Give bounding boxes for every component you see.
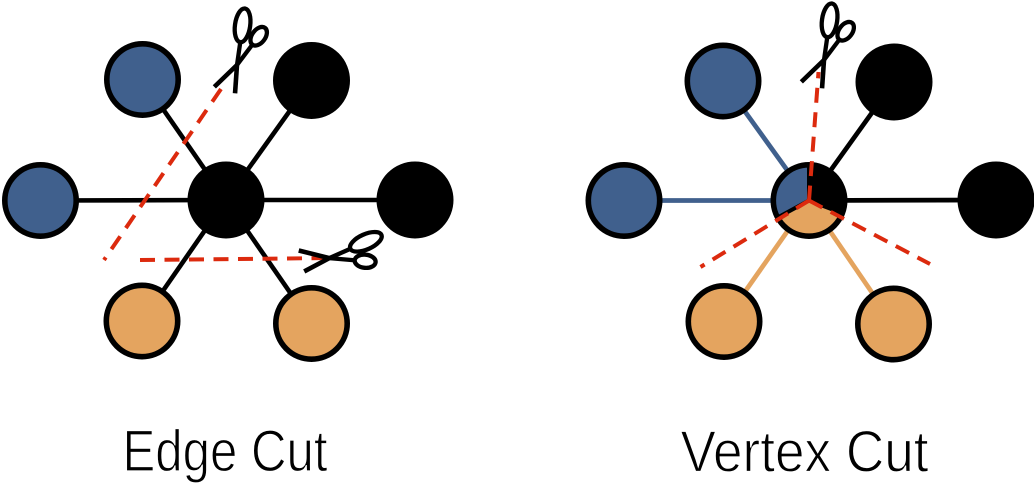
svg-text:Edge Cut: Edge Cut [123, 419, 328, 484]
svg-text:Vertex Cut: Vertex Cut [681, 419, 929, 484]
